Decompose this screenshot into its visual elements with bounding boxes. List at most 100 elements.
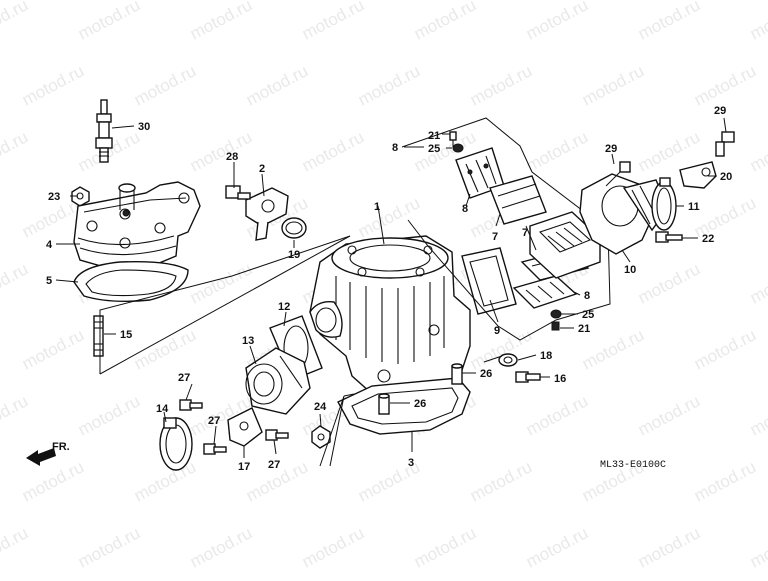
- callout-7-lower: 7: [522, 227, 528, 239]
- watermark-text: motod.ru: [747, 391, 768, 439]
- front-direction-indicator: FR.: [26, 441, 70, 466]
- callout-20: 20: [720, 171, 732, 183]
- watermark-text: motod.ru: [747, 259, 768, 307]
- watermark-text: motod.ru: [299, 0, 367, 44]
- watermark-text: motod.ru: [411, 0, 479, 44]
- screw-washer: [452, 143, 464, 153]
- water-joint-group: [225, 185, 307, 241]
- reed-group-frame: [401, 117, 611, 341]
- watermark-text: motod.ru: [0, 0, 31, 44]
- watermark-text: motod.ru: [691, 325, 759, 373]
- insulator-bracket: [227, 407, 263, 447]
- callout-22: 22: [702, 233, 714, 245]
- watermark-text: motod.ru: [635, 391, 703, 439]
- callout-26-lower: 26: [414, 398, 426, 410]
- watermark-text: motod.ru: [411, 523, 479, 571]
- callout-14: 14: [156, 403, 169, 415]
- watermark-text: motod.ru: [19, 61, 87, 109]
- watermark-text: motod.ru: [19, 325, 87, 373]
- watermark-text: motod.ru: [131, 325, 199, 373]
- callout-24: 24: [314, 401, 327, 413]
- watermark-text: motod.ru: [299, 127, 367, 175]
- front-direction-label: FR.: [52, 441, 70, 453]
- flange-bolt: [265, 429, 289, 441]
- watermark-text: motod.ru: [355, 193, 423, 241]
- flange-bolt: [655, 231, 683, 243]
- callout-12: 12: [278, 301, 290, 313]
- watermark-text: motod.ru: [747, 523, 768, 571]
- carb-joint-group: [159, 315, 331, 471]
- cylinder-base-gasket: [337, 377, 471, 435]
- callout-26: 26: [480, 368, 492, 380]
- dowel-pin: [451, 363, 463, 385]
- callout-7: 7: [492, 231, 498, 243]
- callout-15: 15: [120, 329, 132, 341]
- callout-2: 2: [259, 163, 265, 175]
- reed-stopper: [489, 175, 547, 225]
- clamp-bracket: [679, 161, 717, 189]
- watermark-text: motod.ru: [579, 61, 647, 109]
- watermark-text: motod.ru: [187, 523, 255, 571]
- diagram-code: ML33-E0100C: [600, 460, 666, 471]
- callout-21-lower: 21: [578, 323, 590, 335]
- watermark-text: motod.ru: [0, 259, 31, 307]
- spark-plug: [95, 99, 113, 163]
- leader-lines: [55, 117, 727, 467]
- watermark-text: motod.ru: [523, 0, 591, 44]
- flange-bolt: [715, 131, 735, 157]
- watermark-text: motod.ru: [747, 0, 768, 44]
- watermark-text: motod.ru: [747, 127, 768, 175]
- callout-4: 4: [46, 239, 53, 251]
- watermark-text: motod.ru: [355, 61, 423, 109]
- watermark-text: motod.ru: [0, 523, 31, 571]
- flange-bolt: [225, 185, 251, 200]
- reed-screw: [551, 321, 560, 331]
- nut: [71, 186, 90, 207]
- watermark-text: motod.ru: [0, 391, 31, 439]
- callout-28: 28: [226, 151, 238, 163]
- water-joint: [245, 187, 289, 241]
- watermark-text: motod.ru: [467, 457, 535, 505]
- watermark-text: motod.ru: [523, 127, 591, 175]
- watermark-text: motod.ru: [467, 61, 535, 109]
- callout-25-lower: 25: [582, 309, 594, 321]
- callout-13: 13: [242, 335, 254, 347]
- watermark-text: motod.ru: [635, 0, 703, 44]
- callout-29: 29: [605, 143, 617, 155]
- flange-bolt: [605, 161, 631, 187]
- callout-17: 17: [238, 461, 250, 473]
- callout-10: 10: [624, 264, 636, 276]
- head-gasket: [73, 261, 189, 303]
- drain-bolt: [515, 371, 541, 383]
- callout-3: 3: [408, 457, 414, 469]
- callout-8: 8: [392, 142, 398, 154]
- callout-21: 21: [428, 130, 440, 142]
- callout-29-top: 29: [714, 105, 726, 117]
- reed-valve-group: [401, 117, 611, 341]
- watermark-text: motod.ru: [187, 0, 255, 44]
- watermark-text: motod.ru: [75, 391, 143, 439]
- cylinder-body: [309, 235, 471, 403]
- callout-labels: 1 2 3 4 5 8 7 7 8 8 9 10 11 12 13 14 15 …: [46, 105, 732, 473]
- callout-5: 5: [46, 275, 52, 287]
- watermark-text: motod.ru: [523, 523, 591, 571]
- carb-insulator: [245, 347, 311, 415]
- callout-8-petal: 8: [462, 203, 468, 215]
- callout-11: 11: [688, 201, 700, 213]
- watermark-text: motod.ru: [187, 259, 255, 307]
- watermark-text: motod.ru: [467, 325, 535, 373]
- callout-27-mid: 27: [208, 415, 220, 427]
- o-ring: [281, 217, 307, 239]
- watermark-text: motod.ru: [19, 457, 87, 505]
- callout-27-low: 27: [268, 459, 280, 471]
- sealing-washer: [498, 353, 518, 367]
- callout-23: 23: [48, 191, 60, 203]
- watermark-text: motod.ru: [187, 127, 255, 175]
- callout-30: 30: [138, 121, 150, 133]
- watermark-text: motod.ru: [75, 0, 143, 44]
- cylinder-head: [73, 181, 201, 269]
- watermark-text: motod.ru: [523, 391, 591, 439]
- callout-1: 1: [374, 201, 380, 213]
- cylinder-head-group: [71, 99, 201, 357]
